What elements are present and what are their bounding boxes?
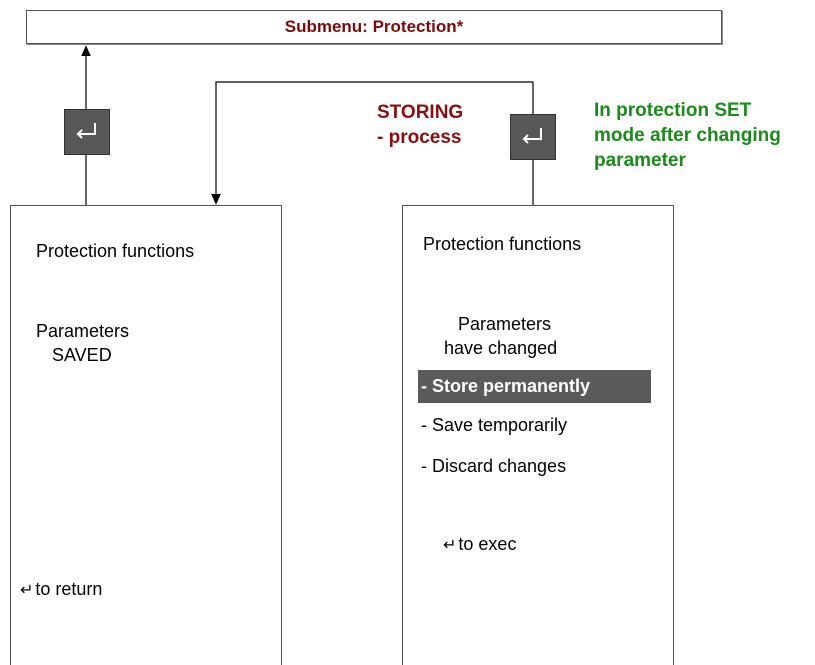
set-mode-line-3: parameter <box>594 150 686 171</box>
menu-option-save-temporarily[interactable]: - Save temporarily <box>421 415 568 435</box>
storing-line-2: - process <box>377 127 462 148</box>
menu-option-store-permanently[interactable]: - Store permanently <box>418 370 651 403</box>
left-panel-heading: Protection functions <box>36 241 195 261</box>
left-footer-text: to return <box>35 579 103 599</box>
return-key-icon: ↵ <box>20 582 34 599</box>
left-footer-hint: ↵to return <box>20 577 102 603</box>
menu-option-discard-changes[interactable]: - Discard changes <box>421 456 567 476</box>
enter-return-icon <box>76 123 96 139</box>
left-status-line-1: Parameters <box>36 321 130 341</box>
right-footer-text: to exec <box>458 534 517 554</box>
right-panel-heading: Protection functions <box>423 234 582 254</box>
set-mode-note: In protection SET mode after changing pa… <box>594 98 781 173</box>
set-mode-line-2: mode after changing <box>594 125 781 146</box>
arrow-storing-to-saved <box>211 81 534 205</box>
right-footer-hint: ↵to exec <box>443 532 516 558</box>
submenu-title: Submenu: Protection* <box>284 17 464 36</box>
changed-screen-panel: Protection functions Parameters have cha… <box>402 205 674 665</box>
enter-button-store[interactable] <box>510 114 556 160</box>
saved-screen-panel: Protection functions Parameters SAVED ↵t… <box>10 205 282 665</box>
left-status-line-2: SAVED <box>52 345 112 365</box>
submenu-title-box: Submenu: Protection* <box>26 10 722 44</box>
set-mode-line-1: In protection SET <box>594 100 752 121</box>
right-status-line-1: Parameters <box>458 314 552 334</box>
right-status-line-2: have changed <box>444 338 558 358</box>
return-key-icon: ↵ <box>443 537 457 554</box>
storing-process-note: STORING - process <box>377 100 463 150</box>
enter-button-return[interactable] <box>64 109 110 155</box>
storing-line-1: STORING <box>377 102 464 123</box>
enter-return-icon <box>522 128 542 144</box>
